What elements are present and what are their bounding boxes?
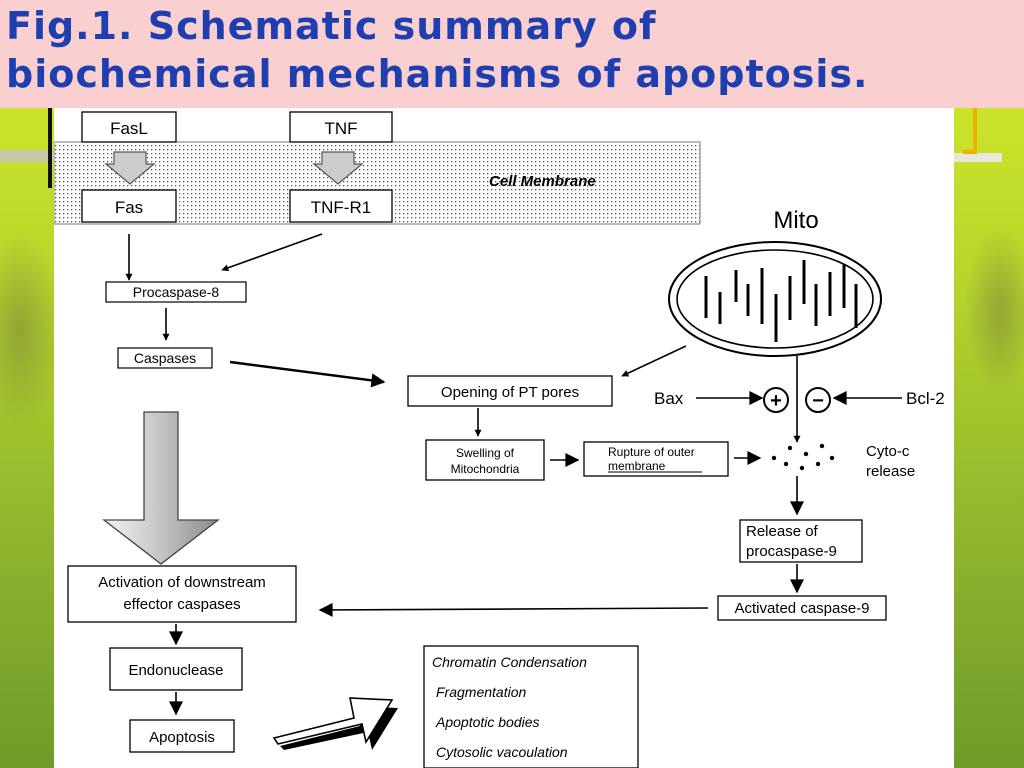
mito-inner-membrane: [676, 249, 874, 349]
decorative-line: [48, 108, 52, 188]
fasl-label: FasL: [110, 119, 148, 138]
tnf-box: TNF: [289, 111, 393, 143]
caspases-label: Caspases: [134, 350, 196, 366]
feature-cytosolic-vacoulation: Cytosolic vacoulation: [436, 744, 568, 760]
apoptosis-features-box: Chromatin Condensation Fragmentation Apo…: [423, 645, 639, 768]
decorative-bar-right: [952, 153, 1002, 162]
cell-membrane-label: Cell Membrane: [489, 173, 596, 190]
ligand-binding-arrows: [104, 151, 364, 185]
cytoc-label-line-1: Cyto-c: [866, 443, 910, 460]
plus-glyph: +: [770, 390, 782, 412]
decorative-bar-left: [0, 150, 56, 162]
tnfr1-label: TNF-R1: [311, 198, 371, 217]
effector-caspases-box: Activation of downstream effector caspas…: [67, 565, 297, 623]
caspases-to-effector-block-arrow: [102, 411, 220, 565]
fas-label: Fas: [115, 198, 143, 217]
procaspase8-label: Procaspase-8: [133, 284, 220, 300]
mitochondrion: Mito: [668, 207, 882, 357]
plus-symbol: +: [763, 387, 789, 413]
activated-caspase9-box: Activated caspase-9: [717, 595, 887, 621]
title-band: Fig.1. Schematic summary of biochemical …: [0, 0, 1024, 108]
effector-label-line-2: effector caspases: [123, 596, 240, 613]
bax-label: Bax: [654, 389, 684, 408]
tnfr1-to-procaspase8-arrow: [221, 233, 323, 272]
minus-symbol: −: [805, 387, 831, 413]
bcl2-regulator: Bcl-2: [832, 389, 945, 408]
apoptosis-diagram: Cell Membrane FasL TNF Fas TNF-R1 Procas…: [54, 111, 945, 768]
activated-caspase9-label: Activated caspase-9: [734, 600, 869, 617]
fas-box: Fas: [81, 189, 177, 223]
swelling-box: Swelling of Mitochondria: [425, 439, 545, 481]
caspases-to-pt-pores-arrow: [229, 360, 386, 388]
cytoc-particles: [771, 443, 835, 471]
slide-title: Fig.1. Schematic summary of biochemical …: [6, 2, 1016, 98]
pt-pores-label: Opening of PT pores: [441, 384, 579, 401]
cytoc-label-line-2: release: [866, 463, 915, 480]
caspase9-to-effector-arrow: [318, 602, 709, 617]
feature-fragmentation: Fragmentation: [436, 684, 526, 700]
release-procaspase9-line-1: Release of: [746, 523, 819, 540]
endonuclease-box: Endonuclease: [109, 647, 243, 691]
effector-label-line-1: Activation of downstream: [98, 574, 266, 591]
cytoc-release-label: Cyto-c release: [866, 443, 915, 480]
fasl-box: FasL: [81, 111, 177, 143]
swelling-label-line-2: Mitochondria: [451, 462, 520, 476]
tnf-to-tnfr1-arrow: [312, 151, 364, 185]
procaspase8-box: Procaspase-8: [105, 281, 247, 303]
caspases-box: Caspases: [117, 347, 213, 369]
mito-label: Mito: [773, 207, 818, 234]
release-procaspase9-line-2: procaspase-9: [746, 543, 837, 560]
tnfr1-box: TNF-R1: [289, 189, 393, 223]
endonuclease-label: Endonuclease: [128, 662, 223, 679]
decorative-bracket: [963, 108, 977, 154]
tnf-label: TNF: [324, 119, 357, 138]
pt-pores-box: Opening of PT pores: [407, 375, 613, 407]
release-procaspase9-box: Release of procaspase-9: [739, 519, 863, 563]
apoptosis-box: Apoptosis: [129, 719, 235, 753]
bcl2-label: Bcl-2: [906, 389, 945, 408]
bax-regulator: Bax: [654, 389, 764, 408]
apoptosis-label: Apoptosis: [149, 729, 215, 746]
swelling-label-line-1: Swelling of: [456, 446, 515, 460]
rupture-label-line-2: membrane: [608, 459, 666, 473]
fasl-to-fas-arrow: [104, 151, 156, 185]
title-line-1: Fig.1. Schematic summary of: [6, 4, 657, 48]
feature-apoptotic-bodies: Apoptotic bodies: [435, 714, 540, 730]
title-line-2: biochemical mechanisms of apoptosis.: [6, 52, 869, 96]
rupture-box: Rupture of outer membrane: [583, 441, 729, 477]
minus-glyph: −: [812, 390, 824, 412]
mito-cristae: [704, 260, 858, 342]
rupture-label-line-1: Rupture of outer: [608, 445, 695, 459]
feature-chromatin-condensation: Chromatin Condensation: [432, 654, 587, 670]
apoptosis-to-features-arrow: [272, 697, 398, 750]
apoptosis-diagram-figure: Cell Membrane FasL TNF Fas TNF-R1 Procas…: [54, 108, 954, 768]
mito-to-pt-pores-arrow: [621, 345, 687, 377]
